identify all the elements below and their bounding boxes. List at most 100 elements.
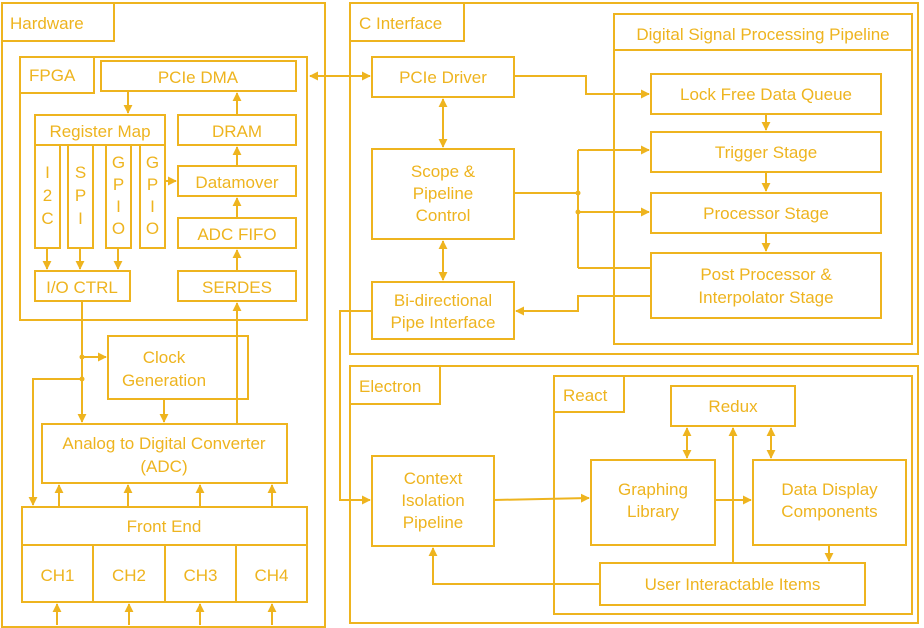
svg-text:Bi-directional: Bi-directional [394, 291, 492, 310]
arrow-pipe-to-context [339, 310, 372, 505]
c-interface-panel: C Interface [349, 2, 919, 355]
processor-stage-box: Processor Stage [650, 192, 882, 234]
channel-2-box: CH2 [92, 544, 166, 603]
clock-generation-box: Clock Generation [107, 335, 249, 400]
pcie-dma-box: PCIe DMA [100, 60, 297, 92]
svg-text:CH4: CH4 [254, 566, 288, 585]
svg-text:Control: Control [416, 206, 471, 225]
svg-text:Library: Library [627, 502, 679, 521]
svg-text:Lock Free Data Queue: Lock Free Data Queue [680, 85, 852, 104]
svg-text:Processor Stage: Processor Stage [703, 204, 829, 223]
lock-free-queue-box: Lock Free Data Queue [650, 73, 882, 115]
svg-text:I: I [78, 209, 83, 228]
fpga-panel: FPGA [19, 56, 308, 321]
serdes-box: SERDES [177, 270, 297, 302]
svg-text:P: P [147, 175, 158, 194]
hardware-panel: Hardware [1, 2, 326, 628]
gpio-box-2: G P I O [139, 144, 166, 249]
svg-text:O: O [112, 219, 125, 238]
react-title: React [563, 386, 608, 405]
svg-text:Register Map: Register Map [49, 122, 150, 141]
io-ctrl-box: I/O CTRL [34, 270, 131, 302]
svg-text:G: G [112, 153, 125, 172]
svg-text:Pipe Interface: Pipe Interface [391, 313, 496, 332]
channel-3-box: CH3 [164, 544, 237, 603]
svg-text:(ADC): (ADC) [140, 457, 187, 476]
svg-text:DRAM: DRAM [212, 122, 262, 141]
dsp-title: Digital Signal Processing Pipeline [636, 25, 889, 44]
redux-box: Redux [670, 385, 796, 427]
svg-text:SERDES: SERDES [202, 278, 272, 297]
svg-text:Components: Components [781, 502, 877, 521]
dram-box: DRAM [177, 114, 297, 146]
spi-box: S P I [67, 144, 94, 249]
pcie-driver-box: PCIe Driver [371, 56, 515, 98]
svg-text:CH2: CH2 [112, 566, 146, 585]
svg-text:User Interactable Items: User Interactable Items [645, 575, 821, 594]
adc-fifo-box: ADC FIFO [177, 217, 297, 249]
arrow-driver-to-queue [514, 75, 650, 99]
line-to-front-end-left [28, 378, 82, 506]
graphing-library-box: Graphing Library [590, 459, 716, 546]
i2c-box: I 2 C [34, 144, 61, 249]
user-interactable-items-box: User Interactable Items [599, 562, 866, 606]
svg-text:PCIe DMA: PCIe DMA [158, 68, 239, 87]
svg-text:Interpolator Stage: Interpolator Stage [698, 288, 833, 307]
datamover-box: Datamover [177, 165, 297, 197]
svg-text:I: I [45, 163, 50, 182]
svg-text:Pipeline: Pipeline [413, 184, 474, 203]
hardware-title: Hardware [10, 14, 84, 33]
svg-text:ADC FIFO: ADC FIFO [197, 225, 276, 244]
svg-text:Redux: Redux [708, 397, 758, 416]
arrow-context-to-graphing [493, 493, 590, 503]
svg-text:Post Processor &: Post Processor & [700, 265, 832, 284]
svg-text:2: 2 [43, 186, 52, 205]
c-interface-title: C Interface [359, 14, 442, 33]
svg-text:Scope &: Scope & [411, 162, 476, 181]
svg-text:P: P [113, 175, 124, 194]
svg-text:Data Display: Data Display [781, 480, 878, 499]
pipe-interface-box: Bi-directional Pipe Interface [371, 281, 515, 340]
svg-text:I: I [116, 197, 121, 216]
svg-text:CH3: CH3 [183, 566, 217, 585]
fpga-title: FPGA [29, 66, 76, 85]
trigger-stage-box: Trigger Stage [650, 131, 882, 173]
adc-box: Analog to Digital Converter (ADC) [41, 423, 288, 484]
electron-panel: Electron [349, 365, 919, 624]
scope-pipeline-control-box: Scope & Pipeline Control [371, 148, 515, 240]
svg-text:Graphing: Graphing [618, 480, 688, 499]
svg-text:I/O CTRL: I/O CTRL [46, 278, 118, 297]
gpio-box-1: G P I O [105, 144, 132, 249]
front-end-box: Front End [21, 506, 308, 546]
svg-text:Pipeline: Pipeline [403, 513, 464, 532]
dsp-panel: Digital Signal Processing Pipeline [613, 13, 913, 345]
svg-text:Front End: Front End [127, 517, 202, 536]
svg-text:S: S [75, 163, 86, 182]
connectors [28, 71, 834, 625]
context-isolation-box: Context Isolation Pipeline [371, 455, 495, 547]
electron-title: Electron [359, 377, 421, 396]
svg-text:Trigger Stage: Trigger Stage [715, 143, 817, 162]
svg-text:PCIe Driver: PCIe Driver [399, 68, 487, 87]
svg-text:Datamover: Datamover [195, 173, 278, 192]
svg-text:P: P [75, 186, 86, 205]
channel-4-box: CH4 [235, 544, 308, 603]
react-panel: React [553, 375, 913, 615]
svg-text:CH1: CH1 [40, 566, 74, 585]
svg-text:Context: Context [404, 469, 463, 488]
svg-text:C: C [41, 209, 53, 228]
channel-1-box: CH1 [21, 544, 94, 603]
svg-text:Analog to Digital Converter: Analog to Digital Converter [62, 434, 266, 453]
svg-text:O: O [146, 219, 159, 238]
arrow-user-items-to-context [428, 547, 600, 585]
svg-text:Isolation: Isolation [401, 491, 464, 510]
arrow-post-to-pipe [515, 295, 651, 316]
register-map-box: Register Map [34, 114, 166, 146]
svg-text:Generation: Generation [122, 371, 206, 390]
data-display-components-box: Data Display Components [752, 459, 907, 546]
post-processor-box: Post Processor & Interpolator Stage [650, 252, 882, 319]
svg-text:I: I [150, 197, 155, 216]
svg-text:G: G [146, 153, 159, 172]
svg-text:Clock: Clock [143, 348, 186, 367]
